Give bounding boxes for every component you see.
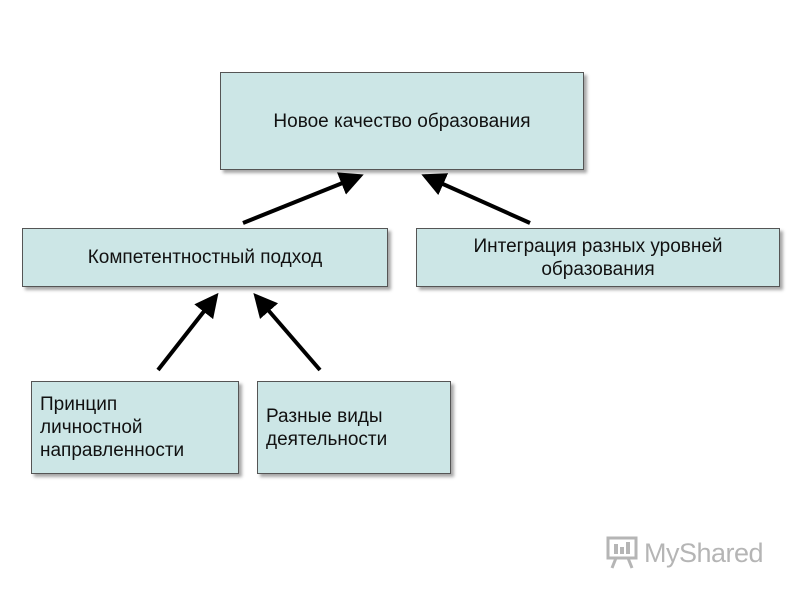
- watermark-text: MyShared: [644, 537, 764, 568]
- node-mid-right-label: Интеграция разных уровней образования: [473, 235, 723, 280]
- node-mid-left-label: Компетентностный подход: [87, 247, 323, 268]
- presentation-board-icon: [606, 536, 638, 569]
- node-personal-orientation-principle: Принцип личностной направленности: [31, 381, 239, 474]
- node-integration-of-levels: Интеграция разных уровней образования: [416, 228, 780, 287]
- node-top-label: Новое качество образования: [273, 110, 531, 132]
- node-types-of-activity: Разные виды деятельности: [257, 381, 451, 474]
- node-bottom-left-label: Принцип личностной направленности: [40, 394, 185, 461]
- node-bottom-right-label: Разные виды деятельности: [266, 405, 388, 450]
- node-new-quality-of-education: Новое качество образования: [220, 72, 584, 170]
- node-competency-approach: Компетентностный подход: [22, 228, 388, 287]
- arrow-midleft-to-top: [242, 172, 364, 225]
- arrow-bottomright-to-midleft: [253, 292, 322, 372]
- arrow-midright-to-top: [421, 173, 531, 225]
- watermark: MyShared: [606, 533, 764, 573]
- arrow-bottomleft-to-midleft: [156, 292, 219, 372]
